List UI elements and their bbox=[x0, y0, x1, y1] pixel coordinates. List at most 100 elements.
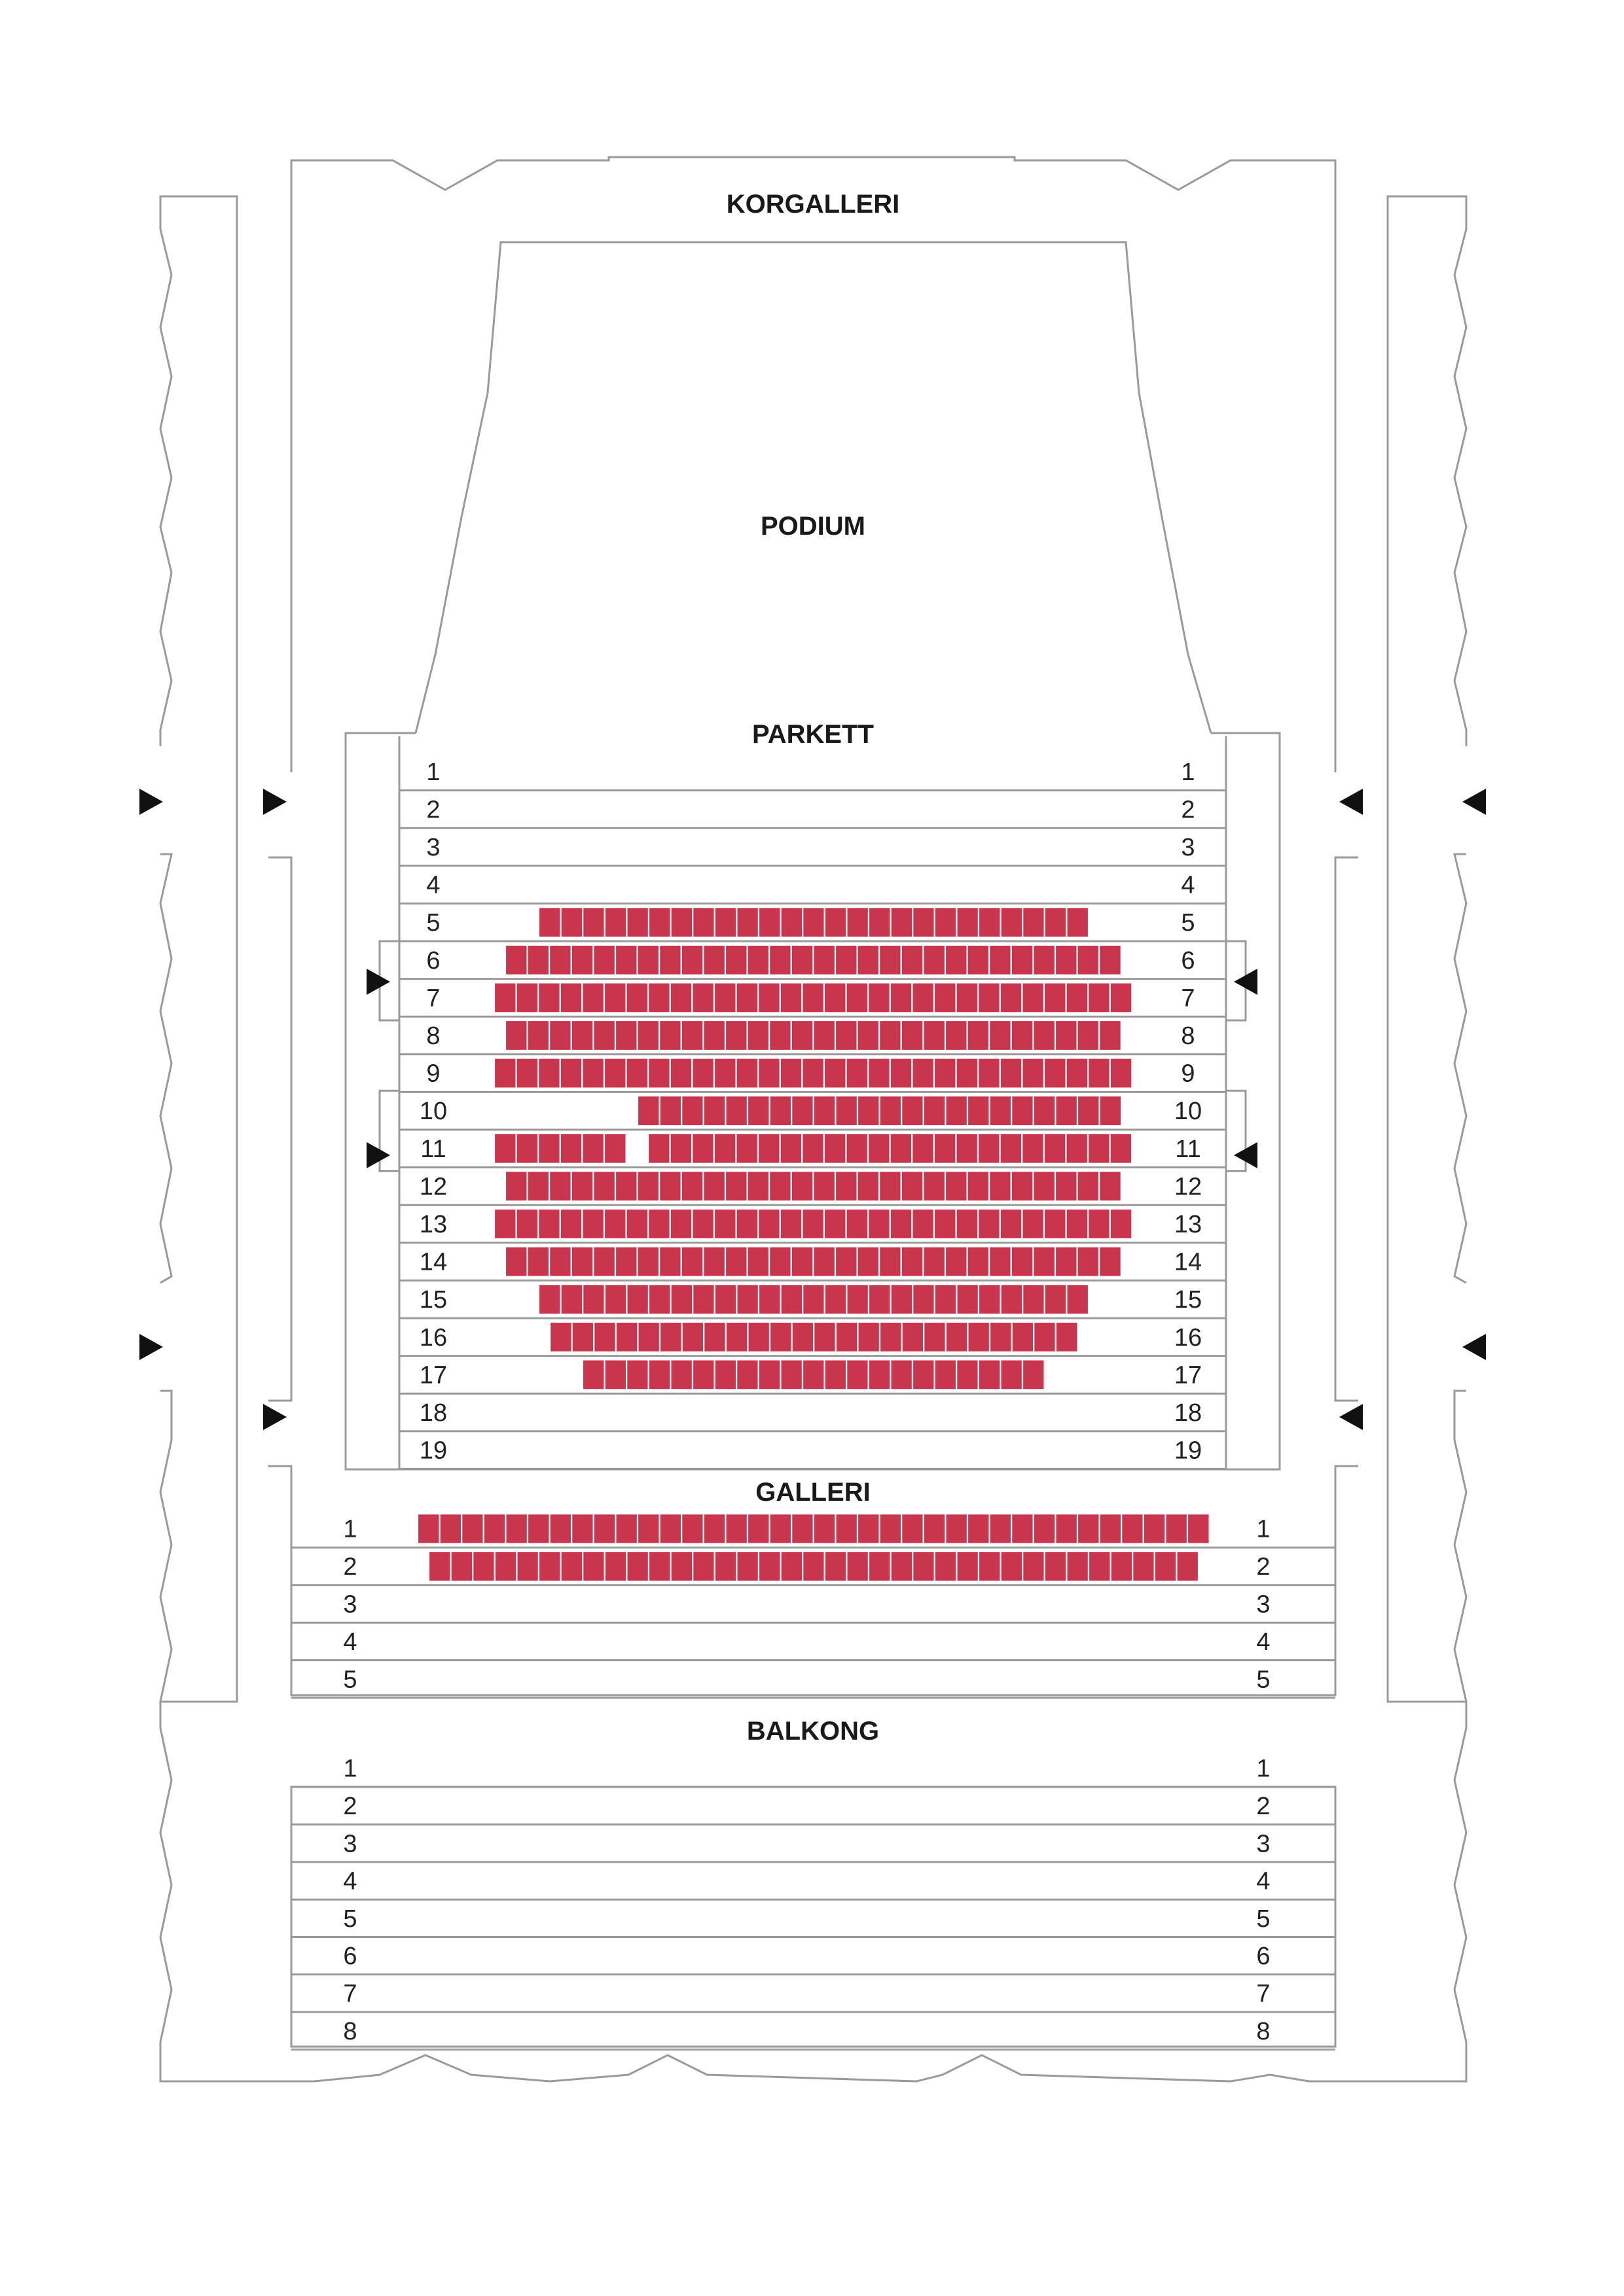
seat[interactable] bbox=[955, 982, 979, 1014]
seat[interactable] bbox=[802, 1551, 825, 1583]
seat[interactable] bbox=[526, 1019, 550, 1052]
seat[interactable] bbox=[1065, 1208, 1089, 1240]
seat[interactable] bbox=[966, 1513, 990, 1545]
seat[interactable] bbox=[823, 906, 848, 939]
seat[interactable] bbox=[746, 1019, 770, 1052]
seat[interactable] bbox=[581, 1208, 605, 1240]
seat[interactable] bbox=[933, 1283, 958, 1316]
seat[interactable] bbox=[813, 1321, 837, 1353]
seat[interactable] bbox=[945, 1095, 969, 1127]
seat[interactable] bbox=[867, 982, 891, 1014]
seat[interactable] bbox=[504, 944, 528, 976]
seat[interactable] bbox=[878, 1095, 903, 1127]
seat[interactable] bbox=[681, 1321, 705, 1353]
seat[interactable] bbox=[801, 982, 825, 1014]
seat[interactable] bbox=[593, 1321, 617, 1353]
seat[interactable] bbox=[791, 1095, 814, 1127]
seat[interactable] bbox=[1087, 982, 1111, 1014]
seat[interactable] bbox=[878, 1321, 903, 1353]
seat[interactable] bbox=[604, 1551, 628, 1583]
seat[interactable] bbox=[1055, 1095, 1079, 1127]
seat[interactable] bbox=[911, 1132, 935, 1164]
seat[interactable] bbox=[1043, 982, 1067, 1014]
seat[interactable] bbox=[890, 1283, 914, 1316]
seat[interactable] bbox=[890, 1359, 914, 1391]
seat[interactable] bbox=[1109, 1208, 1133, 1240]
seat[interactable] bbox=[1043, 1132, 1067, 1164]
seat[interactable] bbox=[549, 1513, 573, 1545]
seat[interactable] bbox=[582, 906, 605, 939]
seat[interactable] bbox=[1054, 1019, 1078, 1052]
seat[interactable] bbox=[592, 1246, 617, 1278]
seat[interactable] bbox=[801, 1359, 825, 1391]
seat[interactable] bbox=[537, 982, 561, 1014]
seat[interactable] bbox=[560, 906, 584, 939]
seat[interactable] bbox=[702, 1095, 727, 1127]
seat[interactable] bbox=[647, 1208, 671, 1240]
seat[interactable] bbox=[681, 1095, 704, 1127]
seat[interactable] bbox=[560, 1283, 584, 1316]
seat[interactable] bbox=[780, 1551, 804, 1583]
seat[interactable] bbox=[1076, 1513, 1100, 1545]
seat[interactable] bbox=[636, 944, 660, 976]
seat[interactable] bbox=[450, 1551, 474, 1583]
seat[interactable] bbox=[493, 1057, 517, 1089]
seat[interactable] bbox=[1176, 1551, 1200, 1583]
seat[interactable] bbox=[823, 1132, 847, 1164]
seat[interactable] bbox=[570, 1019, 594, 1052]
seat[interactable] bbox=[977, 906, 1001, 939]
seat[interactable] bbox=[812, 1095, 837, 1127]
seat[interactable] bbox=[746, 1095, 770, 1127]
seat[interactable] bbox=[780, 906, 804, 939]
seat[interactable] bbox=[713, 1208, 737, 1240]
seat[interactable] bbox=[889, 1208, 913, 1240]
seat[interactable] bbox=[878, 1170, 902, 1202]
seat[interactable] bbox=[570, 1246, 594, 1278]
seat[interactable] bbox=[944, 1170, 968, 1202]
seat[interactable] bbox=[570, 1170, 594, 1202]
seat[interactable] bbox=[889, 982, 913, 1014]
seat[interactable] bbox=[823, 982, 847, 1014]
seat[interactable] bbox=[1087, 1551, 1111, 1583]
seat[interactable] bbox=[670, 1359, 694, 1391]
seat[interactable] bbox=[724, 1170, 748, 1202]
seat[interactable] bbox=[867, 1208, 891, 1240]
seat[interactable] bbox=[768, 1095, 793, 1127]
seat[interactable] bbox=[922, 1095, 947, 1127]
seat[interactable] bbox=[680, 944, 704, 976]
seat[interactable] bbox=[1054, 1170, 1078, 1202]
seat[interactable] bbox=[867, 1283, 892, 1316]
seat[interactable] bbox=[1076, 944, 1100, 976]
seat[interactable] bbox=[725, 1321, 749, 1353]
seat[interactable] bbox=[494, 1551, 518, 1583]
seat[interactable] bbox=[1000, 1283, 1024, 1316]
seat[interactable] bbox=[1164, 1513, 1189, 1545]
seat[interactable] bbox=[944, 1246, 968, 1278]
seat[interactable] bbox=[835, 1321, 859, 1353]
seat[interactable] bbox=[1032, 1170, 1056, 1202]
seat[interactable] bbox=[537, 1283, 562, 1316]
seat[interactable] bbox=[768, 1513, 793, 1545]
seat[interactable] bbox=[812, 944, 837, 976]
seat[interactable] bbox=[736, 1359, 759, 1391]
seat[interactable] bbox=[669, 1208, 693, 1240]
seat[interactable] bbox=[757, 1551, 782, 1583]
seat[interactable] bbox=[680, 1246, 704, 1278]
seat[interactable] bbox=[680, 1019, 704, 1052]
seat[interactable] bbox=[736, 1283, 760, 1316]
seat[interactable] bbox=[625, 982, 649, 1014]
seat[interactable] bbox=[702, 1170, 727, 1202]
seat[interactable] bbox=[977, 1283, 1001, 1316]
seat[interactable] bbox=[647, 1283, 672, 1316]
seat[interactable] bbox=[966, 1246, 990, 1278]
seat[interactable] bbox=[691, 1132, 715, 1164]
seat[interactable] bbox=[1076, 1246, 1100, 1278]
seat[interactable] bbox=[1021, 1359, 1045, 1391]
seat[interactable] bbox=[1000, 1359, 1024, 1391]
seat[interactable] bbox=[713, 1132, 737, 1164]
seat[interactable] bbox=[559, 1132, 583, 1164]
seat[interactable] bbox=[1109, 1132, 1133, 1164]
seat[interactable] bbox=[1033, 1321, 1056, 1353]
seat[interactable] bbox=[835, 1095, 859, 1127]
seat[interactable] bbox=[581, 1057, 605, 1089]
